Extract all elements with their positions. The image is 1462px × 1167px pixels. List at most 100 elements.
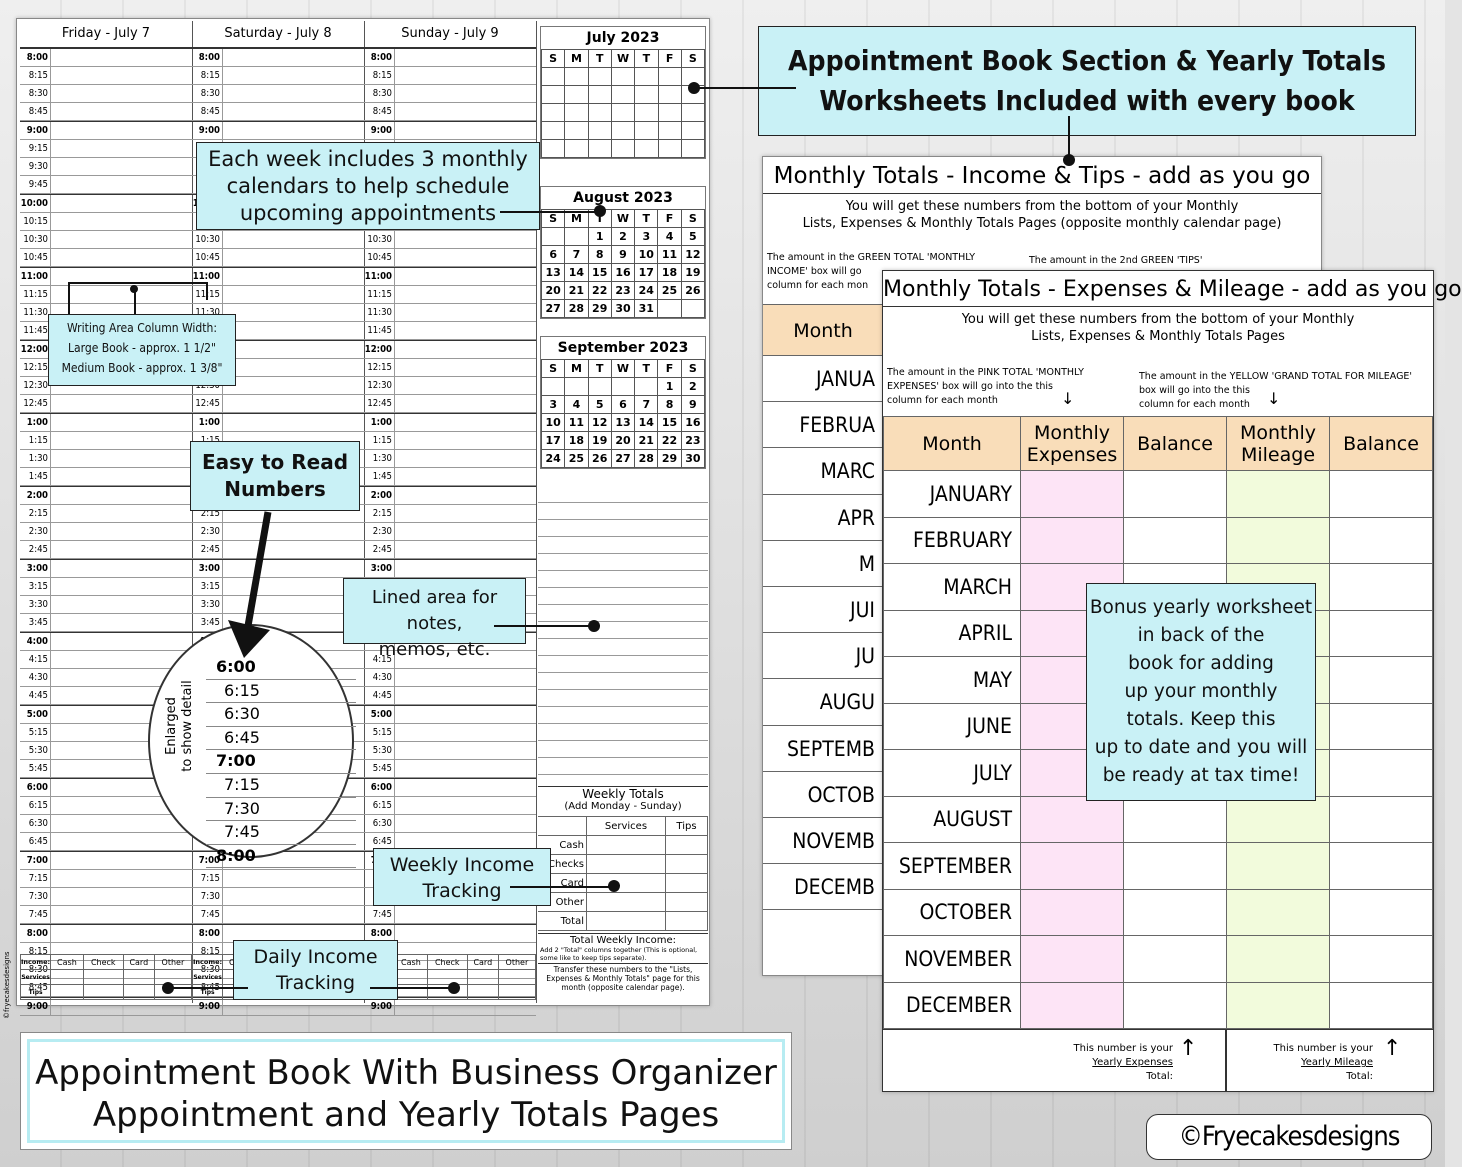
- calendar-day[interactable]: 22: [657, 431, 682, 450]
- time-slot[interactable]: 1:15: [20, 432, 192, 450]
- calendar-day[interactable]: 21: [564, 281, 589, 300]
- time-slot[interactable]: 7:30: [20, 888, 192, 906]
- time-slot[interactable]: 4:30: [20, 669, 192, 687]
- calendar-day[interactable]: 30: [610, 299, 636, 318]
- calendar-day[interactable]: [634, 85, 659, 104]
- time-slot[interactable]: 10:30: [364, 231, 536, 249]
- calendar-day[interactable]: 13: [540, 263, 566, 282]
- calendar-day[interactable]: [540, 227, 566, 246]
- calendar-day[interactable]: [610, 67, 636, 86]
- balance-cell[interactable]: [1329, 470, 1433, 518]
- time-slot[interactable]: 6:15: [364, 797, 536, 815]
- calendar-day[interactable]: 1: [657, 377, 682, 396]
- time-slot[interactable]: 12:45: [192, 395, 364, 413]
- time-slot[interactable]: 7:45: [192, 906, 364, 924]
- calendar-day[interactable]: [657, 139, 682, 158]
- time-slot[interactable]: 11:00: [20, 267, 192, 286]
- time-slot[interactable]: 1:30: [364, 450, 536, 468]
- time-slot[interactable]: 8:15: [364, 67, 536, 85]
- time-slot[interactable]: 6:00: [364, 778, 536, 797]
- time-slot[interactable]: 2:30: [192, 523, 364, 541]
- time-slot[interactable]: 8:15: [192, 67, 364, 85]
- calendar-day[interactable]: [634, 377, 659, 396]
- time-slot[interactable]: 8:45: [364, 103, 536, 121]
- time-slot[interactable]: 10:30: [192, 231, 364, 249]
- time-slot[interactable]: 8:30: [192, 85, 364, 103]
- time-slot[interactable]: 2:00: [20, 486, 192, 505]
- balance-cell[interactable]: [1329, 749, 1433, 797]
- monthly-mileage-cell[interactable]: [1226, 516, 1330, 564]
- calendar-day[interactable]: 10: [634, 245, 659, 264]
- calendar-day[interactable]: 26: [680, 281, 706, 300]
- calendar-day[interactable]: [610, 377, 636, 396]
- time-slot[interactable]: 2:00: [364, 486, 536, 505]
- monthly-expenses-cell[interactable]: [1020, 935, 1124, 983]
- calendar-day[interactable]: 28: [634, 449, 659, 468]
- calendar-day[interactable]: [587, 139, 612, 158]
- calendar-day[interactable]: [657, 299, 682, 318]
- calendar-day[interactable]: 20: [540, 281, 566, 300]
- calendar-day[interactable]: 8: [657, 395, 682, 414]
- time-slot[interactable]: 2:15: [364, 505, 536, 523]
- calendar-day[interactable]: 24: [634, 281, 659, 300]
- calendar-day[interactable]: [564, 227, 589, 246]
- monthly-expenses-cell[interactable]: [1020, 516, 1124, 564]
- time-slot[interactable]: 7:30: [192, 888, 364, 906]
- time-slot[interactable]: 8:00: [20, 48, 192, 67]
- time-slot[interactable]: 1:30: [20, 450, 192, 468]
- time-slot[interactable]: 8:00: [364, 924, 536, 943]
- calendar-day[interactable]: 2: [680, 377, 706, 396]
- calendar-day[interactable]: 1: [587, 227, 612, 246]
- time-slot[interactable]: 9:00: [20, 121, 192, 140]
- calendar-day[interactable]: 3: [540, 395, 566, 414]
- calendar-day[interactable]: 26: [587, 449, 612, 468]
- calendar-day[interactable]: 4: [564, 395, 589, 414]
- calendar-day[interactable]: [587, 377, 612, 396]
- time-slot[interactable]: 2:15: [192, 505, 364, 523]
- calendar-day[interactable]: 14: [634, 413, 659, 432]
- calendar-day[interactable]: [564, 121, 589, 140]
- calendar-day[interactable]: [634, 121, 659, 140]
- time-slot[interactable]: 12:45: [364, 395, 536, 413]
- time-slot[interactable]: 5:30: [20, 742, 192, 760]
- time-slot[interactable]: 2:45: [364, 541, 536, 559]
- time-slot[interactable]: 7:15: [20, 870, 192, 888]
- time-slot[interactable]: 1:45: [364, 468, 536, 486]
- monthly-expenses-cell[interactable]: [1020, 795, 1124, 843]
- calendar-day[interactable]: 18: [564, 431, 589, 450]
- balance-cell[interactable]: [1123, 935, 1227, 983]
- time-slot[interactable]: 3:45: [20, 614, 192, 632]
- time-slot[interactable]: 10:00: [20, 194, 192, 213]
- balance-cell[interactable]: [1329, 935, 1433, 983]
- calendar-day[interactable]: 29: [587, 299, 612, 318]
- monthly-mileage-cell[interactable]: [1226, 888, 1330, 936]
- calendar-day[interactable]: 18: [657, 263, 682, 282]
- calendar-day[interactable]: 7: [564, 245, 589, 264]
- time-slot[interactable]: 11:30: [364, 304, 536, 322]
- time-slot[interactable]: 8:15: [20, 67, 192, 85]
- time-slot[interactable]: 11:00: [192, 267, 364, 286]
- time-slot[interactable]: 8:00: [364, 48, 536, 67]
- time-slot[interactable]: 4:15: [20, 651, 192, 669]
- balance-cell[interactable]: [1123, 842, 1227, 890]
- calendar-day[interactable]: [634, 139, 659, 158]
- time-slot[interactable]: 11:15: [364, 286, 536, 304]
- calendar-day[interactable]: [564, 377, 589, 396]
- time-slot[interactable]: 4:30: [364, 669, 536, 687]
- calendar-day[interactable]: 19: [680, 263, 706, 282]
- calendar-day[interactable]: [540, 121, 566, 140]
- time-slot[interactable]: 6:45: [20, 833, 192, 851]
- time-slot[interactable]: 7:45: [20, 906, 192, 924]
- calendar-day[interactable]: [540, 103, 566, 122]
- calendar-day[interactable]: [540, 139, 566, 158]
- balance-cell[interactable]: [1123, 981, 1227, 1029]
- time-slot[interactable]: 6:30: [20, 815, 192, 833]
- time-slot[interactable]: 8:45: [20, 103, 192, 121]
- calendar-day[interactable]: [680, 139, 706, 158]
- calendar-day[interactable]: 8: [587, 245, 612, 264]
- calendar-day[interactable]: 9: [680, 395, 706, 414]
- calendar-day[interactable]: 6: [540, 245, 566, 264]
- time-slot[interactable]: 3:00: [192, 559, 364, 578]
- time-slot[interactable]: 1:00: [364, 413, 536, 432]
- monthly-mileage-cell[interactable]: [1226, 981, 1330, 1029]
